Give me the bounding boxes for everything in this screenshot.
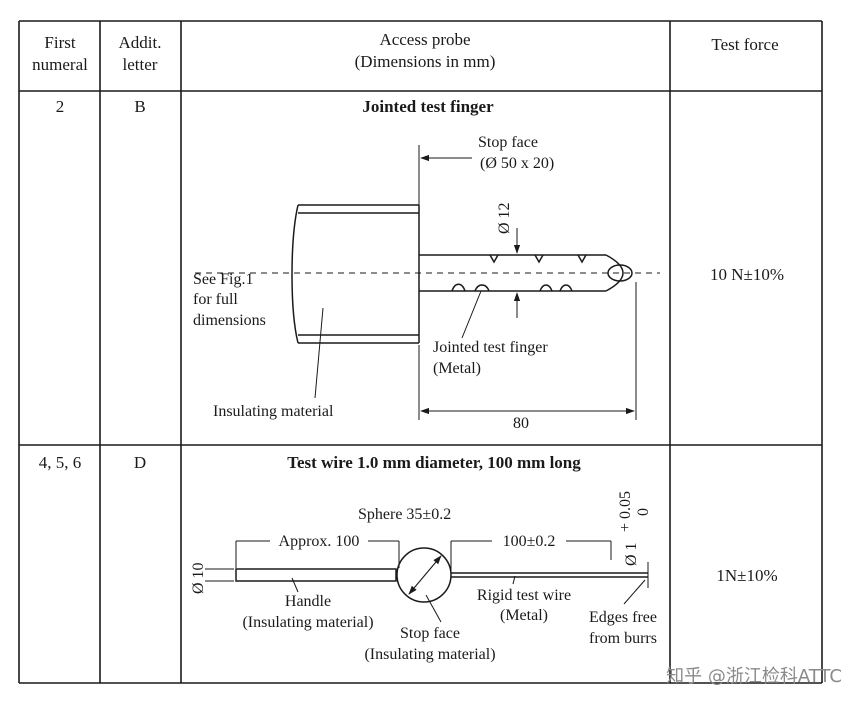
row2-first-numeral: 4, 5, 6 <box>39 453 82 472</box>
row1-probe-title: Jointed test finger <box>362 97 494 116</box>
handle-label-line1: Handle <box>285 593 331 610</box>
jointed-finger-drawing <box>195 145 660 420</box>
stop-face-insulating-label-line1: Stop face <box>400 625 460 642</box>
watermark: 知乎 @浙江检科ATTC <box>666 666 842 687</box>
table-row-jointed-finger: 2 B Jointed test finger 10 N±10% <box>56 97 784 432</box>
jointed-finger-labels: Stop face (Ø 50 x 20) Ø 12 See Fig.1 for… <box>193 134 554 432</box>
header-first-numeral-line2: numeral <box>32 55 88 74</box>
row2-probe-title: Test wire 1.0 mm diameter, 100 mm long <box>287 453 581 472</box>
see-fig-label-line2: for full <box>193 291 238 308</box>
tolerance-upper-label: + 0.05 <box>617 491 634 532</box>
stop-face-label-line2: (Ø 50 x 20) <box>480 155 554 172</box>
stop-face-label-line1: Stop face <box>478 134 538 151</box>
test-wire-labels: Sphere 35±0.2 Approx. 100 100±0.2 + 0.05… <box>190 491 657 663</box>
edges-label-line1: Edges free <box>589 609 657 626</box>
row1-addit-letter: B <box>134 97 145 116</box>
wire-diameter-label: Ø 1 <box>623 542 640 566</box>
length-80-label: 80 <box>513 415 529 432</box>
tolerance-lower-label: 0 <box>635 508 652 516</box>
header-access-probe-line2: (Dimensions in mm) <box>355 52 496 71</box>
approx-100-label: Approx. 100 <box>279 533 360 550</box>
row2-addit-letter: D <box>134 453 146 472</box>
jointed-finger-label-line1: Jointed test finger <box>433 339 548 356</box>
table-header: First numeral Addit. letter Access probe… <box>32 30 778 74</box>
rigid-wire-label-line1: Rigid test wire <box>477 587 571 604</box>
insulating-material-label: Insulating material <box>213 403 334 420</box>
rigid-wire-label-line2: (Metal) <box>500 607 548 624</box>
test-wire-drawing <box>205 540 649 623</box>
table-row-test-wire: 4, 5, 6 D Test wire 1.0 mm diameter, 100… <box>39 453 778 663</box>
length-100-label: 100±0.2 <box>503 533 556 550</box>
stop-face-insulating-label-line2: (Insulating material) <box>364 646 495 663</box>
row1-test-force: 10 N±10% <box>710 265 784 284</box>
jointed-finger-label-line2: (Metal) <box>433 360 481 377</box>
handle-diameter-label: Ø 10 <box>190 562 207 594</box>
header-test-force: Test force <box>711 35 778 54</box>
handle-label-line2: (Insulating material) <box>242 614 373 631</box>
diameter-12-label: Ø 12 <box>496 202 513 234</box>
header-addit-letter-line1: Addit. <box>119 33 162 52</box>
see-fig-label-line1: See Fig.1 <box>193 271 253 288</box>
row2-test-force: 1N±10% <box>716 566 777 585</box>
edges-label-line2: from burrs <box>589 630 657 647</box>
see-fig-label-line3: dimensions <box>193 312 266 329</box>
table-grid <box>18 20 823 684</box>
row1-first-numeral: 2 <box>56 97 65 116</box>
sphere-label: Sphere 35±0.2 <box>358 506 451 523</box>
header-access-probe-line1: Access probe <box>379 30 470 49</box>
header-addit-letter-line2: letter <box>123 55 158 74</box>
header-first-numeral-line1: First <box>44 33 75 52</box>
